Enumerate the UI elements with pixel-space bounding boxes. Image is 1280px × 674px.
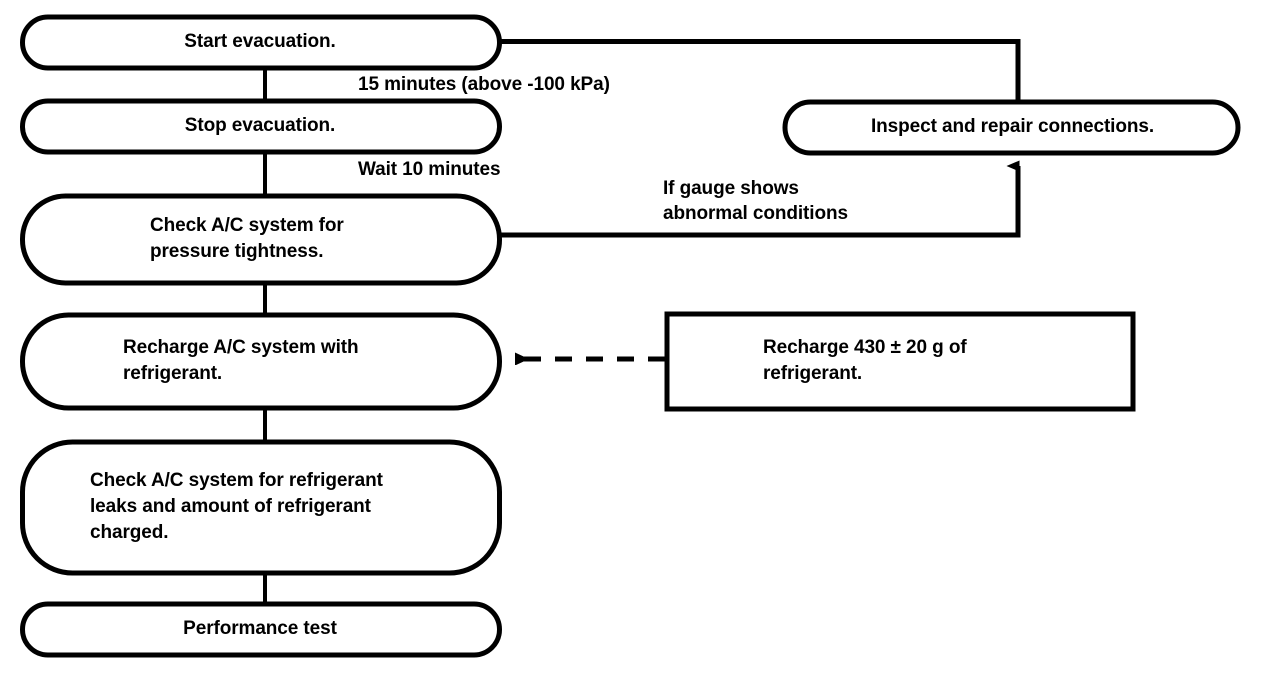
connector-check-pressure-to-inspect: [500, 166, 1021, 238]
edge-label-wait-10-minutes: Wait 10 minutes: [358, 159, 501, 180]
edge-label-15-minutes: 15 minutes (above -100 kPa): [358, 74, 610, 95]
edge-label-gauge-abnormal: If gauge shows abnormal conditions: [663, 178, 848, 224]
node-shape-check-pressure: [20, 193, 502, 286]
connector-start-to-inspect: [500, 39, 1021, 102]
node-shape-recharge-amount-note: [664, 311, 1136, 412]
node-shape-check-leaks: [20, 439, 502, 576]
node-shape-start-evacuation: [20, 14, 502, 71]
node-shape-inspect-repair: [782, 99, 1241, 156]
node-shape-performance-test: [20, 601, 502, 658]
node-shape-stop-evacuation: [20, 98, 502, 155]
node-shape-recharge-system: [20, 312, 502, 411]
